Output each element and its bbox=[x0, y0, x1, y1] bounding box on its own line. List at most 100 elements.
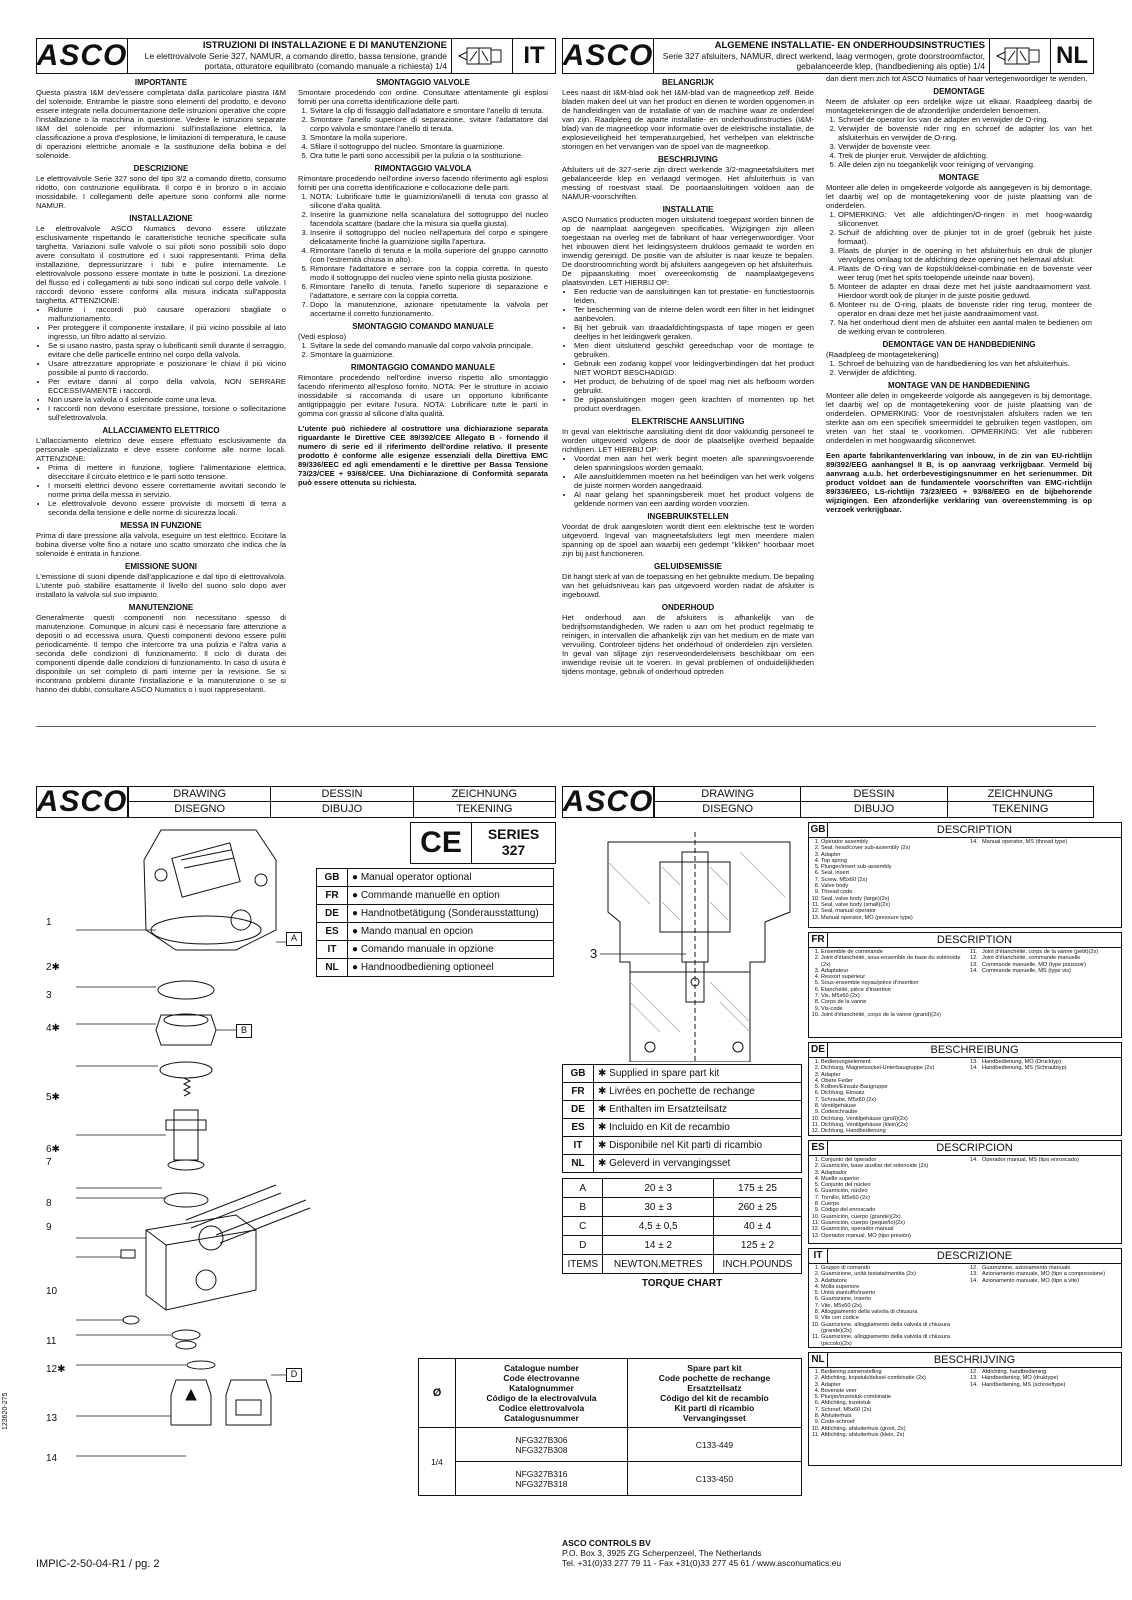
table-cell: NEWTON.METRES bbox=[602, 1254, 714, 1274]
list-item: Adattatore bbox=[821, 1278, 970, 1284]
list-item: Dichtung, Einsatz bbox=[821, 1090, 970, 1096]
list-item: Manual operator, MO (pressure type) bbox=[821, 915, 970, 921]
numbered-list: Schroef de operator los van de adapter e… bbox=[826, 115, 1092, 169]
section-heading: INGEBRUIKSTELLEN bbox=[647, 512, 729, 521]
header-subtitle: Serie 327 afsluiters, NAMUR, direct werk… bbox=[662, 51, 985, 71]
part-number: 7 bbox=[46, 1157, 52, 1168]
header-line: Spare part kit bbox=[687, 1363, 742, 1373]
list-item: NOTA: Lubrificare tutte le guarnizioni/a… bbox=[310, 192, 548, 210]
numbered-list: Schroef de behuizing van de handbedienin… bbox=[826, 359, 1092, 377]
bullet-list: Ridurre i raccordi può causare operazion… bbox=[36, 305, 286, 422]
part-number: 1 bbox=[46, 917, 52, 928]
company-contact: Tel. +31(0)33 277 79 11 - Fax +31(0)33 2… bbox=[562, 1558, 842, 1568]
part-number: 3 bbox=[46, 990, 52, 1001]
list-item: Dichtung, Ventilgehäuse (klein)(2x) bbox=[821, 1122, 970, 1128]
part-number: 11 bbox=[46, 1336, 57, 1347]
list-item: Guarnizione, alloggiamento della valvola… bbox=[821, 1322, 970, 1335]
section-heading: SMONTAGGIO COMANDO MANUALE bbox=[352, 322, 494, 331]
list-item: Bij het gebruik van draadafdichtingspast… bbox=[574, 323, 814, 341]
list-item: OPMERKING: Vet alle afdichtingen/O-ringe… bbox=[838, 210, 1092, 228]
paragraph: ASCO Numatics producten mogen uitsluiten… bbox=[562, 215, 814, 287]
list-item: Alle aansluitklemmen moeten na het beëin… bbox=[574, 472, 814, 490]
table-cell: 175 ± 25 bbox=[712, 1178, 803, 1198]
table-cell: B bbox=[561, 1197, 604, 1217]
list-item: Usare attrezzature appropriate e posizio… bbox=[48, 359, 286, 377]
language-code: DE bbox=[562, 1100, 594, 1119]
legend-text: ✱ Geleverd in vervangingsset bbox=[593, 1154, 802, 1173]
list-item: Operator assembly bbox=[821, 839, 970, 845]
company-address: P.O. Box 3, 3925 ZG Scherpenzeel, The Ne… bbox=[562, 1548, 762, 1558]
section-heading: DEMONTAGE bbox=[933, 87, 985, 96]
paragraph: Questa piastra I&M dev'essere completata… bbox=[36, 88, 286, 160]
list-item: Voordat men aan het werk begint moeten a… bbox=[574, 454, 814, 472]
list-item: Trek de plunjer eruit. Verwijder de afdi… bbox=[838, 151, 1092, 160]
legend-text: ✱ Disponibile nel Kit parti di ricambio bbox=[593, 1136, 802, 1155]
list-item: Bovenste veer bbox=[821, 1388, 970, 1394]
list-item: Molla superiore bbox=[821, 1284, 970, 1290]
header-title: ALGEMENE INSTALLATIE- EN ONDERHOUDSINSTR… bbox=[714, 40, 985, 51]
list-item: Afdichting, afsluiterhuis (groot, 2x) bbox=[821, 1426, 970, 1432]
list-item: Bedienungselement bbox=[821, 1059, 970, 1065]
legend-text: ● Comando manuale in opzione bbox=[347, 940, 554, 959]
legend-row: IT✱ Disponibile nel Kit parti di ricambi… bbox=[562, 1136, 802, 1155]
section-heading: DESCRIZIONE bbox=[133, 164, 189, 173]
list-item: 12.Guarnizione, azionamento manuale bbox=[970, 1265, 1071, 1271]
list-item: 12.Afdichting, handbediening bbox=[970, 1369, 1047, 1375]
legend-row: ES✱ Incluido en Kit de recambio bbox=[562, 1118, 802, 1137]
list-item: Obere Feder bbox=[821, 1078, 970, 1084]
tekening-label: TEKENING bbox=[946, 802, 1093, 817]
header-line: Catalogue number bbox=[504, 1363, 579, 1373]
list-item: Kolben/Einsatz-Baugruppe bbox=[821, 1084, 970, 1090]
company-name: ASCO CONTROLS BV bbox=[562, 1538, 651, 1548]
list-item: Rimontare l'adattatore e serrare con la … bbox=[310, 264, 548, 282]
list-item: Plunger/insert sub-assembly bbox=[821, 864, 970, 870]
legend-text: ● Mando manual en opcion bbox=[347, 922, 554, 941]
legend-row: DE● Handnotbetätigung (Sonderausstattung… bbox=[316, 904, 554, 923]
paragraph: Le elettrovalvole Serie 327 sono del tip… bbox=[36, 174, 286, 210]
section-heading: BESCHRIJVING bbox=[657, 155, 718, 164]
list-item: Ora tutte le parti sono accessibili per … bbox=[310, 151, 548, 160]
list-item: Unità stantuffo/inserto bbox=[821, 1290, 970, 1296]
dibujo-label: DIBUJO bbox=[270, 802, 412, 817]
valve-symbol-icon bbox=[451, 39, 512, 73]
paragraph: Rimontare procedendo nell'ordine inverso… bbox=[298, 373, 548, 418]
asco-logo: ASCO bbox=[562, 785, 654, 818]
list-item: Joint d'étanchéité, sous-ensemble de bas… bbox=[821, 955, 970, 968]
list-item: Ressort supérieur bbox=[821, 974, 970, 980]
legend-text: ✱ Incluido en Kit de recambio bbox=[593, 1118, 802, 1137]
list-item: Verwijder de afdichting. bbox=[838, 368, 1092, 377]
list-item: I morsetti elettrici devono essere corre… bbox=[48, 481, 286, 499]
list-item: 13.Azionamento manuale, MO (tipo a compr… bbox=[970, 1271, 1106, 1278]
parts-list: Operator assemblySeal, head/cover sub-as… bbox=[811, 839, 970, 921]
list-item: Gruppo di comando bbox=[821, 1265, 970, 1271]
parts-list: Gruppo di comandoGuarnizione, unità test… bbox=[811, 1265, 970, 1347]
list-item: Schraube, M5x60 (2x) bbox=[821, 1097, 970, 1103]
series-label: SERIES bbox=[487, 826, 540, 842]
list-item: Code-schroef bbox=[821, 1419, 970, 1425]
section-heading: ALLACCIAMENTO ELETTRICO bbox=[102, 426, 220, 435]
list-item: Vite con codice bbox=[821, 1315, 970, 1321]
side-reference: 123620-275 bbox=[2, 1392, 9, 1430]
list-item: Ter bescherming van de interne delen wor… bbox=[574, 305, 814, 323]
header-line: Vervangingsset bbox=[683, 1413, 746, 1423]
section-heading: RIMONTAGGIO COMANDO MANUALE bbox=[350, 363, 496, 372]
description-block: FRDESCRIPTIONEnsemble de commandeJoint d… bbox=[808, 932, 1122, 1038]
list-item: Schroef de operator los van de adapter e… bbox=[838, 115, 1092, 124]
list-item: Seal, head/cover sub-assembly (2x) bbox=[821, 845, 970, 851]
section-heading: RIMONTAGGIO VALVOLA bbox=[374, 164, 472, 173]
description-title: DESCRIPTION bbox=[936, 934, 1013, 946]
list-item: Smontare la molla superiore. bbox=[310, 133, 548, 142]
part-number: 6✱ bbox=[46, 1144, 60, 1155]
language-code: GB bbox=[562, 1064, 594, 1083]
tekening-label: TEKENING bbox=[412, 802, 555, 817]
list-item: Se si usano nastro, pasta spray o lubrif… bbox=[48, 341, 286, 359]
paragraph: Generalmente questi componenti non neces… bbox=[36, 613, 286, 694]
list-item: Guarnizione, unità testata/mentita (2x) bbox=[821, 1271, 970, 1277]
drawing-label: DRAWING bbox=[128, 787, 271, 802]
